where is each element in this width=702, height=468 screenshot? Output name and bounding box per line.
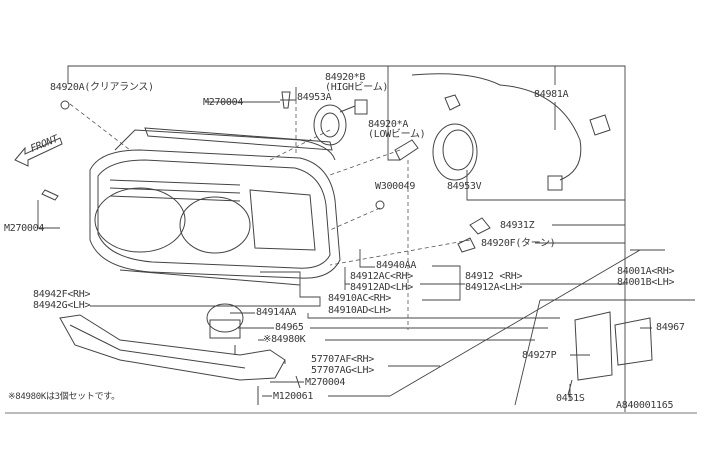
part-labels: 84920A(クリアランス) M270004 84920*B (HIGHビーム)… [4,72,685,411]
label-m120061: M120061 [273,391,313,402]
label-84912A: 84912A<LH> [465,282,522,293]
footnote: ※84980Kは3個セットです。 [8,390,120,402]
label-84967: 84967 [656,322,685,333]
label-84927P: 84927P [522,350,557,361]
label-57707AF: 57707AF<RH> [311,354,374,365]
label-84940AA: 84940AA [376,260,416,271]
leader-lines [5,65,697,414]
label-w300049: W300049 [375,181,415,192]
label-84912: 84912 <RH> [465,271,522,282]
label-m270004-top: M270004 [203,97,243,108]
label-84920A-low-note: (LOWビーム) [368,128,425,140]
label-84920B: 84920*B [325,72,365,83]
label-84001B: 84001B<LH> [617,277,674,288]
label-84920A: 84920A(クリアランス) [50,81,154,93]
label-84910AC: 84910AC<RH> [328,293,391,304]
label-84942G: 84942G<LH> [33,300,90,311]
label-84981A: 84981A [534,89,569,100]
label-m270004-bottom: M270004 [305,377,345,388]
label-84953V: 84953V [447,181,482,192]
label-84942F: 84942F<RH> [33,289,90,300]
label-84914AA: 84914AA [256,307,296,318]
label-0451S: 0451S [556,393,585,404]
label-84001A: 84001A<RH> [617,266,674,277]
label-84912AD: 84912AD<LH> [350,282,413,293]
label-84910AD: 84910AD<LH> [328,305,391,316]
bulbs-and-sockets [41,73,611,253]
label-84965: 84965 [275,322,304,333]
label-84920A-low: 84920*A [368,119,408,130]
label-57707AG: 57707AG<LH> [311,365,374,376]
label-84931Z: 84931Z [500,220,535,231]
dashed-guides [69,100,471,330]
label-84912AC: 84912AC<RH> [350,271,413,282]
label-84980K: ※84980K [263,334,306,345]
label-84920B-note: (HIGHビーム) [325,81,388,93]
label-84953A: 84953A [297,92,332,103]
headlamp-assembly [89,127,341,286]
label-m270004-left: M270004 [4,223,44,234]
label-84920F: 84920F(ターン) [481,237,555,249]
diagram-id: A840001165 [616,400,673,411]
front-arrow-icon: FRONT [14,133,63,167]
bracket-and-ballast [59,303,653,405]
